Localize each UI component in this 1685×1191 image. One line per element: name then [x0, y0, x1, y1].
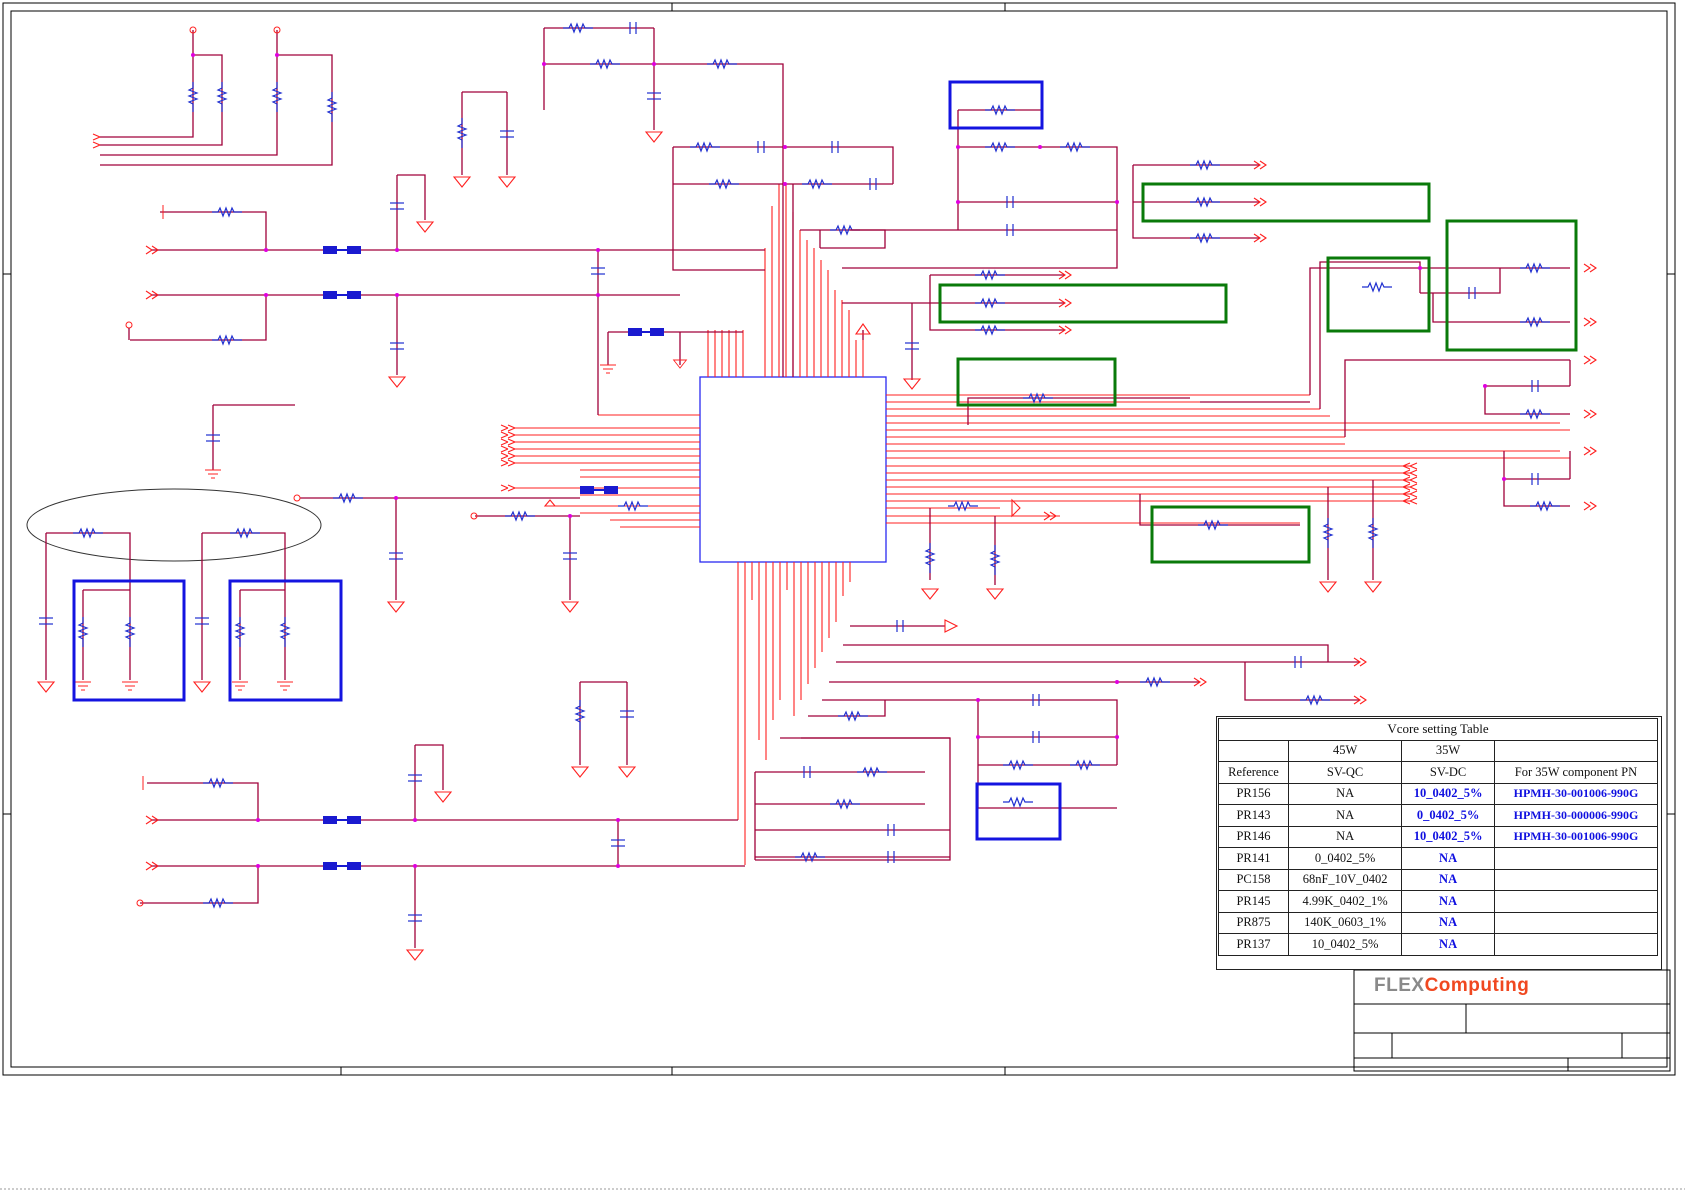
table-row: PR141 0_0402_5% NA: [1218, 847, 1659, 870]
sv-qc-cell: 0_0402_5%: [1287, 847, 1403, 870]
sv-dc-cell: 0_0402_5%: [1401, 804, 1495, 827]
pn-cell: HPMH-30-001006-990G: [1493, 825, 1659, 848]
top-right-feedback: [842, 105, 1267, 269]
power-header-cell: [1493, 739, 1659, 762]
ref-cell: PR137: [1218, 933, 1289, 956]
pn-cell: HPMH-30-000006-990G: [1493, 804, 1659, 827]
column-header: Reference: [1218, 761, 1289, 784]
right-lower-signals: [921, 480, 1382, 600]
power-header-cell: [1218, 739, 1289, 762]
table-row: PR156 NA 10_0402_5% HPMH-30-001006-990G: [1218, 782, 1659, 805]
column-header-row: Reference SV-QC SV-DC For 35W component …: [1218, 761, 1659, 784]
table-row: PR146 NA 10_0402_5% HPMH-30-001006-990G: [1218, 825, 1659, 848]
sv-dc-cell: NA: [1401, 847, 1495, 870]
left-input-rails: [125, 174, 765, 415]
ref-cell: PR143: [1218, 804, 1289, 827]
sv-qc-cell: NA: [1287, 782, 1403, 805]
power-header-cell: 45W: [1287, 739, 1403, 762]
bottom-right-networks: [754, 619, 1367, 863]
left-arrow-bundle: [500, 424, 516, 492]
right-middle-signals: [842, 270, 1190, 425]
right-arrow-bundle: [1402, 462, 1418, 505]
ic-right-pins: [886, 394, 1570, 524]
ic-top-pins: [707, 184, 864, 377]
top-left-resistor-ladder: [92, 26, 337, 166]
ref-cell: PR145: [1218, 890, 1289, 913]
top-compensation-network: [542, 22, 784, 377]
pn-cell: [1493, 890, 1659, 913]
pn-cell: HPMH-30-001006-990G: [1493, 782, 1659, 805]
mid-compensation-network: [672, 141, 894, 377]
ref-cell: PR156: [1218, 782, 1289, 805]
table-row: PR143 NA 0_0402_5% HPMH-30-000006-990G: [1218, 804, 1659, 827]
sv-dc-cell: 10_0402_5%: [1401, 825, 1495, 848]
power-header-row: 45W 35W: [1218, 739, 1659, 762]
bottom-mid-rc: [571, 681, 636, 778]
sv-dc-cell: NA: [1401, 868, 1495, 891]
bottom-left-rails: [136, 744, 745, 961]
column-header: SV-QC: [1287, 761, 1403, 784]
ref-cell: PR875: [1218, 911, 1289, 934]
controller-ic: [699, 376, 887, 563]
table-row: PC158 68nF_10V_0402 NA: [1218, 868, 1659, 891]
far-right-outputs: [1200, 261, 1597, 511]
ic-top-left-gnd: [600, 328, 743, 374]
table-row: PR145 4.99K_0402_1% NA: [1218, 890, 1659, 913]
pn-cell: [1493, 911, 1659, 934]
vcore-table-frame: [1216, 716, 1662, 970]
sv-qc-cell: 68nF_10V_0402: [1287, 868, 1403, 891]
column-header: SV-DC: [1401, 761, 1495, 784]
table-row: PR137 10_0402_5% NA: [1218, 933, 1659, 956]
sv-dc-cell: NA: [1401, 933, 1495, 956]
ic-left-pins: [515, 414, 700, 528]
sv-qc-cell: 10_0402_5%: [1287, 933, 1403, 956]
power-header-cell: 35W: [1401, 739, 1495, 762]
ref-cell: PC158: [1218, 868, 1289, 891]
pn-cell: [1493, 933, 1659, 956]
highlight-boxes: [72, 80, 1578, 841]
sv-qc-cell: 140K_0603_1%: [1287, 911, 1403, 934]
bottom-left-sense-group: [26, 488, 322, 693]
sv-qc-cell: NA: [1287, 804, 1403, 827]
sv-qc-cell: NA: [1287, 825, 1403, 848]
table-row: PR875 140K_0603_1% NA: [1218, 911, 1659, 934]
title-block: [1353, 969, 1671, 1072]
ref-cell: PR146: [1218, 825, 1289, 848]
vcore-setting-table: Vcore setting Table 45W 35W Reference SV…: [1218, 718, 1659, 956]
logo-suffix: Computing: [1424, 975, 1530, 996]
vcore-table-caption: Vcore setting Table: [1218, 718, 1658, 741]
sv-dc-cell: NA: [1401, 890, 1495, 913]
top-left-rc-network: [453, 91, 516, 188]
ic-bottom-pins: [737, 562, 851, 865]
column-header: For 35W component PN: [1493, 761, 1659, 784]
logo-brand: FLEX: [1374, 975, 1425, 996]
sv-dc-cell: 10_0402_5%: [1401, 782, 1495, 805]
left-mid-feedback: [205, 404, 649, 613]
ref-cell: PR141: [1218, 847, 1289, 870]
sv-qc-cell: 4.99K_0402_1%: [1287, 890, 1403, 913]
pn-cell: [1493, 847, 1659, 870]
pn-cell: [1493, 868, 1659, 891]
company-logo: FLEXComputing: [1374, 975, 1529, 997]
sv-dc-cell: NA: [1401, 911, 1495, 934]
